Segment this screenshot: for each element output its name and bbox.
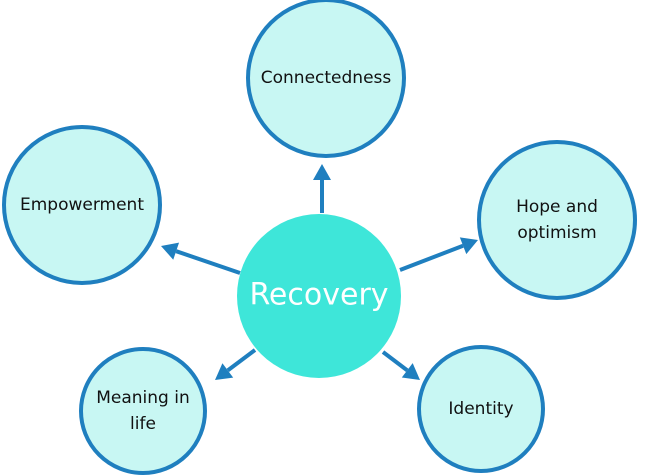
arrow-to-empowerment	[175, 249, 241, 275]
node-label-hope-and-optimism: optimism	[517, 223, 596, 243]
center-node: Recovery	[237, 214, 401, 378]
center-label: Recovery	[249, 278, 388, 313]
arrow-to-hope-and-optimism	[399, 243, 464, 272]
center-circle	[237, 214, 401, 378]
node-label-identity: Identity	[448, 399, 513, 419]
node-label-empowerment: Empowerment	[20, 195, 144, 215]
node-meaning-in-life: Meaning in life	[79, 347, 207, 475]
arrowhead-to-connectedness	[313, 164, 331, 180]
node-label-connectedness: Connectedness	[261, 68, 392, 88]
arrow-to-meaning-in-life	[226, 348, 257, 372]
node-hope-and-optimism: Hope and optimism	[477, 140, 637, 300]
node-circle-meaning-in-life	[79, 347, 207, 475]
node-empowerment: Empowerment	[2, 125, 162, 285]
node-circle-empowerment	[2, 125, 162, 285]
node-label-meaning-in-life: Meaning in	[96, 388, 190, 408]
arrows	[161, 164, 478, 380]
node-circle-connectedness	[246, 0, 406, 158]
node-circle-hope-and-optimism	[477, 140, 637, 300]
node-circle-identity	[417, 345, 545, 473]
node-label-hope-and-optimism: Hope and	[516, 197, 598, 217]
node-label-meaning-in-life: life	[130, 414, 156, 434]
node-connectedness: Connectedness	[246, 0, 406, 158]
arrowhead-to-empowerment	[161, 242, 180, 260]
arrowhead-to-identity	[401, 363, 420, 380]
arrowhead-to-hope-and-optimism	[459, 237, 478, 255]
arrowhead-to-meaning-in-life	[215, 363, 234, 380]
arrow-to-identity	[381, 350, 409, 372]
node-identity: Identity	[417, 345, 545, 473]
